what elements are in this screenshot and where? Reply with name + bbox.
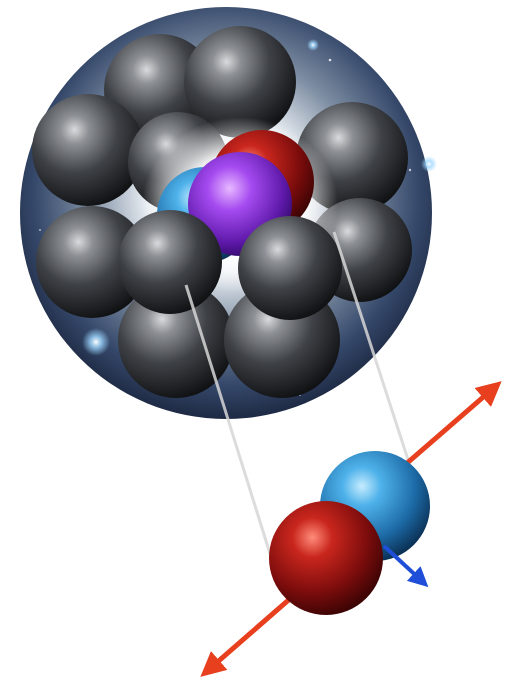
- separated-pair: [269, 451, 430, 615]
- momentum-arrow-down: [206, 590, 300, 672]
- nucleon: [118, 210, 222, 314]
- bright-star: [82, 328, 110, 356]
- bright-star: [307, 39, 319, 51]
- nucleon: [238, 216, 342, 320]
- bright-star: [421, 156, 437, 172]
- proton: [269, 501, 383, 615]
- nucleon: [32, 94, 144, 206]
